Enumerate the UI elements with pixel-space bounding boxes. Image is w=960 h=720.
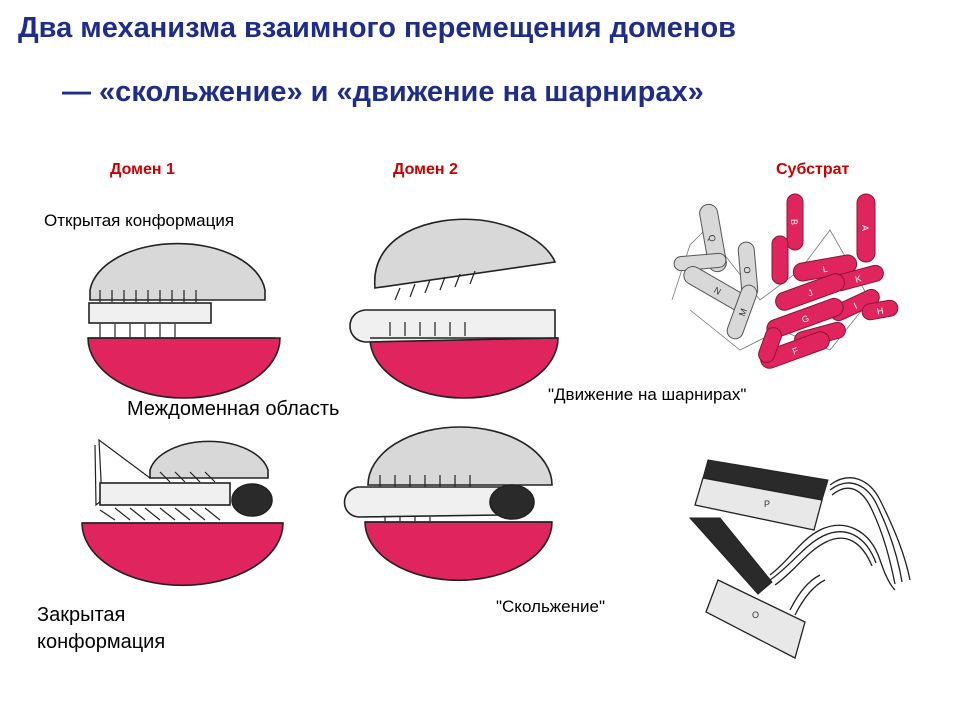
- helix-protein-model: Q N O M B A L K J I H G E F: [671, 193, 899, 369]
- sliding-model: P O: [688, 459, 911, 659]
- helix-letter-a: A: [860, 225, 870, 231]
- helix-letter-l: L: [822, 264, 829, 275]
- domain2-closed-diagram: [343, 426, 553, 582]
- helix-letter-m: M: [737, 307, 749, 317]
- domain2-open-diagram: [349, 218, 559, 399]
- sliding-model-connector-ribbons: [769, 477, 911, 616]
- domain2-closed-substrate: [489, 484, 535, 520]
- domain1-closed-top-lobe: [149, 440, 269, 479]
- helix-letter-h: H: [876, 305, 884, 316]
- helix-letter-q: Q: [706, 234, 717, 243]
- helix-letter-o: O: [742, 266, 753, 274]
- helix-letter-b: B: [789, 219, 799, 225]
- sliding-model-helix-p: [694, 477, 823, 531]
- sliding-model-helix-o: [705, 579, 806, 659]
- header-substrate: Субстрат: [776, 161, 850, 178]
- label-interdomain-region: Междоменная область: [127, 398, 340, 420]
- domain2-closed-top-lobe: [367, 426, 553, 486]
- helix-letter-j: J: [807, 287, 815, 298]
- label-closed-conformation-line-1: Закрытая: [37, 604, 126, 626]
- domain2-open-helix: [349, 309, 556, 343]
- domain1-closed-diagram: [81, 438, 284, 587]
- pink-helix-group: B A L K J I H G E F: [758, 193, 899, 369]
- sliding-helix-letter-o: O: [752, 610, 759, 620]
- grey-helix-group: Q N O M: [673, 203, 759, 340]
- helix-letter-f: F: [791, 345, 800, 356]
- label-sliding: "Скольжение": [496, 597, 605, 616]
- slide-title-line-1: Два механизма взаимного перемещения доме…: [18, 12, 736, 44]
- helix-letter-k: K: [854, 273, 862, 284]
- slide-title-line-2: — «скольжение» и «движение на шарнирах»: [62, 76, 704, 108]
- label-open-conformation: Открытая конформация: [44, 211, 235, 230]
- label-closed-conformation: Закрытая конформация: [37, 602, 165, 656]
- domain1-closed-substrate: [231, 483, 273, 517]
- helix-letter-g: G: [800, 313, 810, 325]
- sliding-helix-letter-p: P: [764, 499, 770, 509]
- label-closed-conformation-line-2: конформация: [37, 631, 166, 653]
- helix-letter-n: N: [712, 285, 723, 297]
- domain1-closed-bottom-lobe: [81, 522, 284, 587]
- label-hinge-motion: "Движение на шарнирах": [548, 385, 747, 404]
- domain2-open-bottom-lobe: [369, 337, 559, 399]
- domain2-open-top-lobe: [374, 218, 557, 289]
- domain2-closed-bottom-lobe: [364, 521, 553, 582]
- header-domain-1: Домен 1: [110, 161, 175, 178]
- sliding-model-dark-band-bottom: [688, 517, 773, 595]
- domain1-open-helix: [88, 302, 212, 324]
- helix-letter-i: I: [852, 301, 859, 311]
- domain1-closed-helix: [99, 482, 231, 506]
- domain1-open-top-lobe: [89, 242, 266, 301]
- domain1-open-bottom-lobe: [87, 337, 281, 399]
- domain1-open-diagram: [87, 242, 281, 399]
- header-domain-2: Домен 2: [393, 161, 458, 178]
- domain2-closed-helix: [343, 486, 501, 518]
